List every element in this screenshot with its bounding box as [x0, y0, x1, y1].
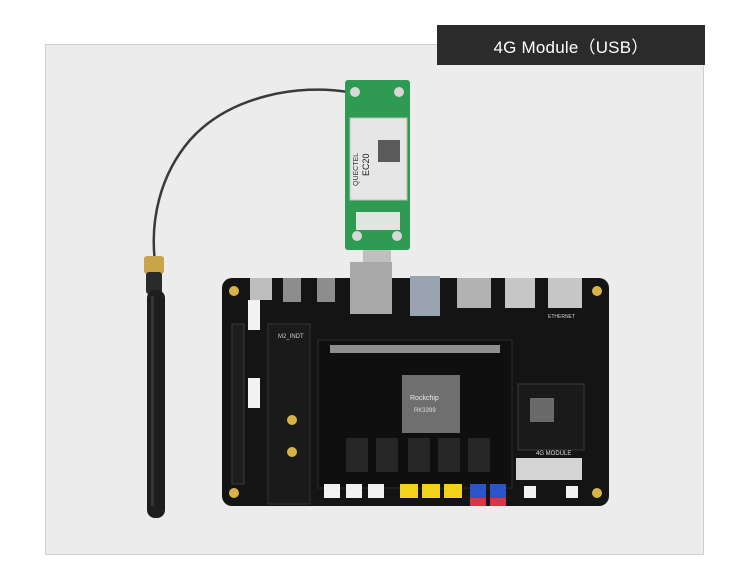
soc-chip [402, 375, 460, 433]
display-port [548, 278, 582, 308]
antenna-cable [152, 88, 349, 263]
module-model: EC20 [361, 153, 371, 176]
audio-jack [283, 278, 301, 302]
module-brand: QUECTEL [353, 153, 360, 186]
soc-brand: Rockchip [410, 395, 439, 402]
usb3-port [410, 276, 440, 316]
mini-pcie-slot [516, 458, 582, 480]
slot-label-4g: 4G MODULE [536, 451, 571, 457]
hdmi-port [457, 278, 491, 308]
bottom-connectors [324, 484, 578, 506]
ethernet-label: ETHERNET [548, 314, 575, 320]
4g-module: QUECTEL EC20 [345, 80, 410, 262]
slot-label-m2: M2_INDT [278, 334, 304, 340]
wifi-chip [530, 398, 554, 422]
usb-port-module [350, 262, 392, 314]
usb-c-port [250, 278, 272, 300]
typec-port [505, 278, 535, 308]
main-board: M2_INDT Rockchip RK3399 4G MODULE ETHERN… [222, 262, 609, 506]
audio-jack-2 [317, 278, 335, 302]
section-title: 4G Module（USB） [437, 25, 705, 65]
qr-code [378, 140, 400, 162]
antenna [144, 256, 165, 518]
soc-model: RK3399 [414, 408, 436, 414]
